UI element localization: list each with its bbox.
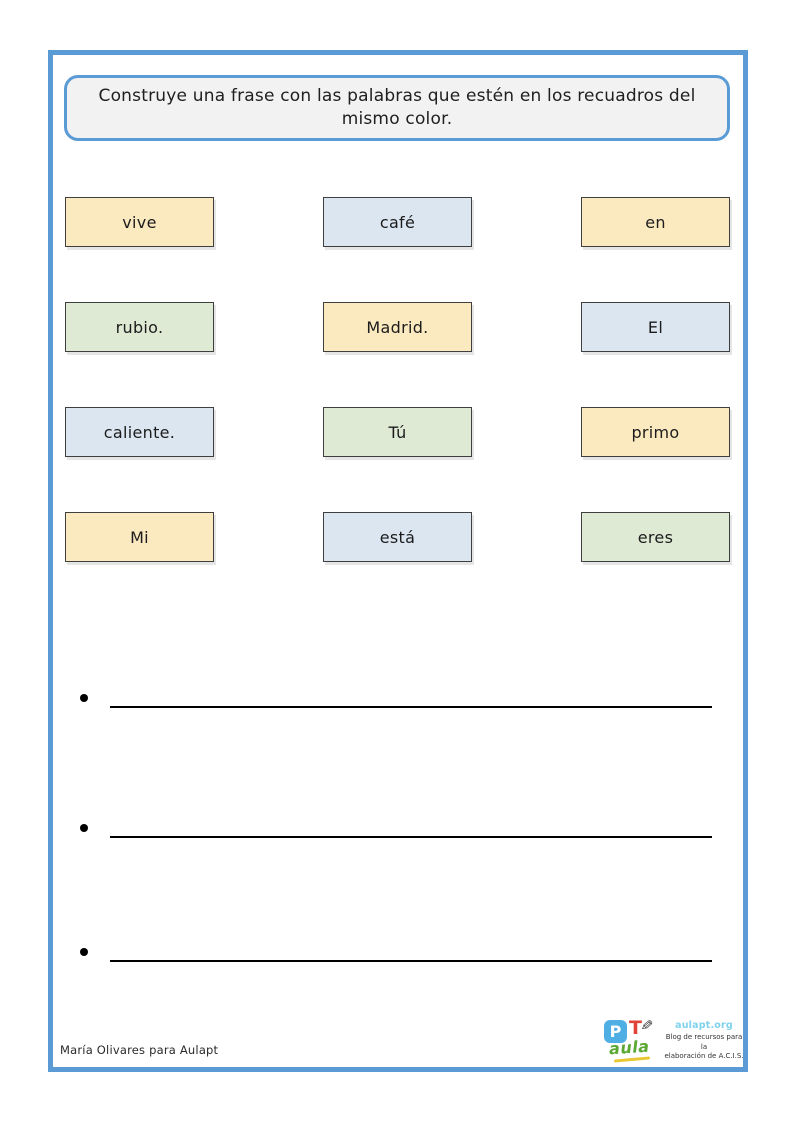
word-card-esta: está <box>323 512 472 562</box>
instruction-text: Construye una frase con las palabras que… <box>98 86 696 129</box>
answer-write-line-1 <box>110 706 712 708</box>
answer-write-line-3 <box>110 960 712 962</box>
answer-row-3 <box>80 948 714 970</box>
logo-tagline-line1: Blog de recursos para la <box>665 1032 743 1051</box>
word-card-grid: vive café en rubio. Madrid. El caliente.… <box>65 197 730 562</box>
aulapt-logo-icon: P T ✎ aula <box>604 1016 662 1066</box>
author-credit: María Olivares para Aulapt <box>60 1043 219 1057</box>
logo-text-block: aulapt.org Blog de recursos para la elab… <box>662 1020 746 1062</box>
logo-letter-p: P <box>604 1020 627 1043</box>
word-card-vive: vive <box>65 197 214 247</box>
word-card-el: El <box>581 302 730 352</box>
bullet-dot <box>80 694 88 702</box>
bullet-dot <box>80 824 88 832</box>
word-card-eres: eres <box>581 512 730 562</box>
word-card-madrid: Madrid. <box>323 302 472 352</box>
word-card-cafe: café <box>323 197 472 247</box>
logo-site-url: aulapt.org <box>675 1019 733 1031</box>
logo-tagline-line2: elaboración de A.C.I.S. <box>664 1052 744 1061</box>
pencil-icon: ✎ <box>636 1017 656 1033</box>
answer-row-2 <box>80 824 714 846</box>
word-card-mi: Mi <box>65 512 214 562</box>
bullet-dot <box>80 948 88 956</box>
word-card-caliente: caliente. <box>65 407 214 457</box>
page-border-frame <box>48 50 748 1072</box>
word-card-primo: primo <box>581 407 730 457</box>
word-card-en: en <box>581 197 730 247</box>
word-card-tu: Tú <box>323 407 472 457</box>
word-card-rubio: rubio. <box>65 302 214 352</box>
logo-tagline: Blog de recursos para la elaboración de … <box>662 1033 746 1062</box>
answer-row-1 <box>80 694 714 716</box>
aulapt-logo-block: P T ✎ aula aulapt.org Blog de recursos p… <box>604 1016 746 1066</box>
instruction-box: Construye una frase con las palabras que… <box>64 75 730 141</box>
logo-letter-t: T <box>629 1017 642 1039</box>
logo-word-aula: aula <box>608 1036 651 1059</box>
answer-write-line-2 <box>110 836 712 838</box>
